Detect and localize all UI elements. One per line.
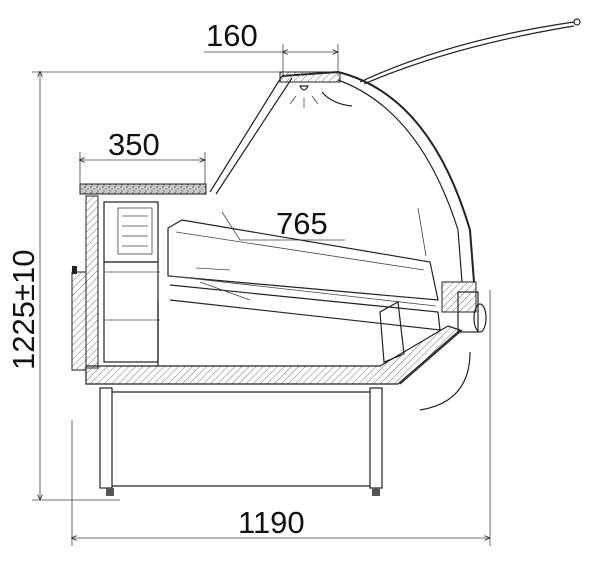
dimension-shelf-depth-label: 350 <box>108 127 160 162</box>
evaporator-chamber <box>157 300 405 366</box>
dimension-height: 1225±10 <box>6 72 285 500</box>
dimension-total-width-label: 1190 <box>238 505 305 540</box>
curved-glass-canopy <box>209 18 581 283</box>
dimension-display-depth-label: 765 <box>276 206 328 241</box>
top-lamp-housing <box>279 71 353 108</box>
dimension-shelf-depth: 350 <box>80 127 205 188</box>
granite-top-shelf <box>79 183 207 195</box>
stand-frame <box>99 387 383 496</box>
base-tub <box>85 325 463 385</box>
dimension-top-width-label: 160 <box>206 18 258 53</box>
display-tray <box>167 207 441 331</box>
dimension-total-width: 1190 <box>72 290 490 546</box>
rear-panel <box>71 195 160 371</box>
dimension-top-width: 160 <box>204 18 338 76</box>
front-profile <box>419 281 487 411</box>
dimension-height-label: 1225±10 <box>6 250 41 370</box>
dimension-display-depth: 765 <box>221 206 345 241</box>
